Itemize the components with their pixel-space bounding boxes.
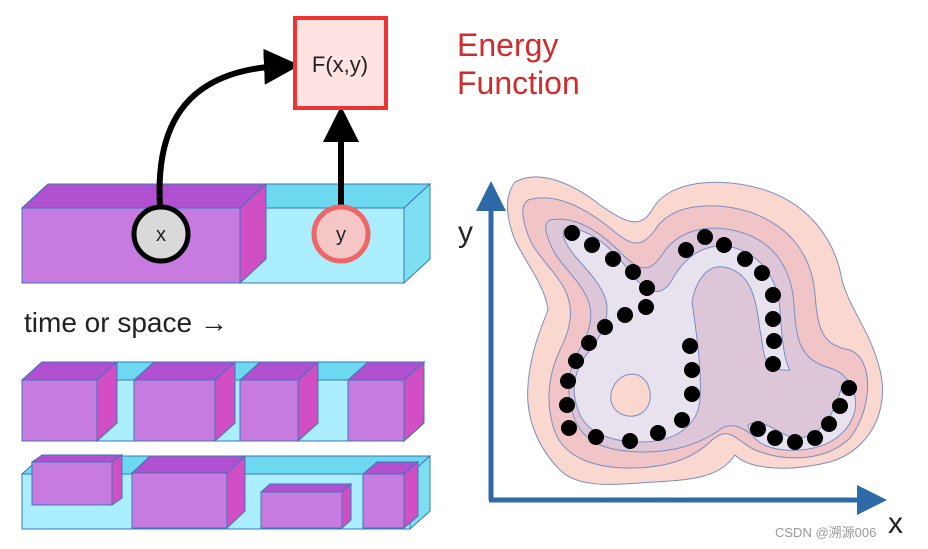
data-point	[682, 338, 698, 354]
data-point	[766, 333, 782, 349]
data-point	[581, 335, 597, 351]
bottom-sequence-block	[20, 454, 432, 531]
data-point	[716, 237, 732, 253]
bottom-cube-1	[30, 454, 124, 506]
data-point	[639, 280, 655, 296]
middle-cube-2	[132, 360, 237, 443]
x-to-energy-arrow	[156, 48, 300, 207]
data-point	[605, 251, 621, 267]
data-point	[597, 319, 613, 335]
middle-sequence-block	[20, 360, 426, 443]
watermark: CSDN @溯源006	[775, 525, 876, 540]
data-point	[588, 429, 604, 445]
data-point	[821, 416, 837, 432]
y-axis-label: y	[458, 216, 473, 249]
data-point	[678, 242, 694, 258]
data-point	[841, 380, 857, 396]
data-point	[559, 397, 575, 413]
data-point	[684, 362, 700, 378]
data-points	[559, 225, 857, 450]
data-point	[765, 356, 781, 372]
data-point	[750, 421, 766, 437]
energy-function-box: F(x,y)	[293, 16, 388, 110]
node-y-label: y	[336, 224, 346, 246]
data-point	[622, 433, 638, 449]
top-sequence-block	[20, 182, 432, 285]
data-point	[832, 398, 848, 414]
data-point	[650, 425, 666, 441]
data-point	[564, 225, 580, 241]
data-point	[807, 430, 823, 446]
data-point	[697, 229, 713, 245]
data-point	[584, 237, 600, 253]
node-y: y	[311, 204, 371, 264]
energy-box-label: F(x,y)	[312, 52, 368, 77]
contour-island	[610, 373, 651, 417]
data-point	[787, 434, 803, 450]
data-point	[625, 264, 641, 280]
data-point	[561, 420, 577, 436]
data-point	[737, 251, 753, 267]
bottom-cube-2	[130, 454, 247, 530]
energy-title-line1: Energy	[457, 27, 558, 63]
data-point	[568, 353, 584, 369]
node-x: x	[131, 204, 191, 264]
middle-cube-3	[238, 360, 320, 443]
bottom-cube-3	[259, 482, 353, 530]
middle-cube-4	[346, 360, 426, 443]
data-point	[674, 412, 690, 428]
bottom-cube-4	[361, 460, 420, 530]
node-x-label: x	[156, 224, 166, 246]
data-point	[754, 265, 770, 281]
data-point	[617, 307, 633, 323]
data-point	[638, 299, 654, 315]
data-point	[684, 386, 700, 402]
data-point	[765, 287, 781, 303]
energy-title-line2: Function	[457, 65, 580, 101]
data-point	[560, 373, 576, 389]
plot-axes: y x	[458, 181, 903, 540]
middle-cube-1	[20, 360, 119, 443]
data-point	[767, 430, 783, 446]
time-or-space-caption: time or space →	[24, 307, 228, 338]
x-axis-label: x	[888, 507, 903, 540]
energy-landscape	[507, 176, 884, 485]
data-point	[765, 311, 781, 327]
